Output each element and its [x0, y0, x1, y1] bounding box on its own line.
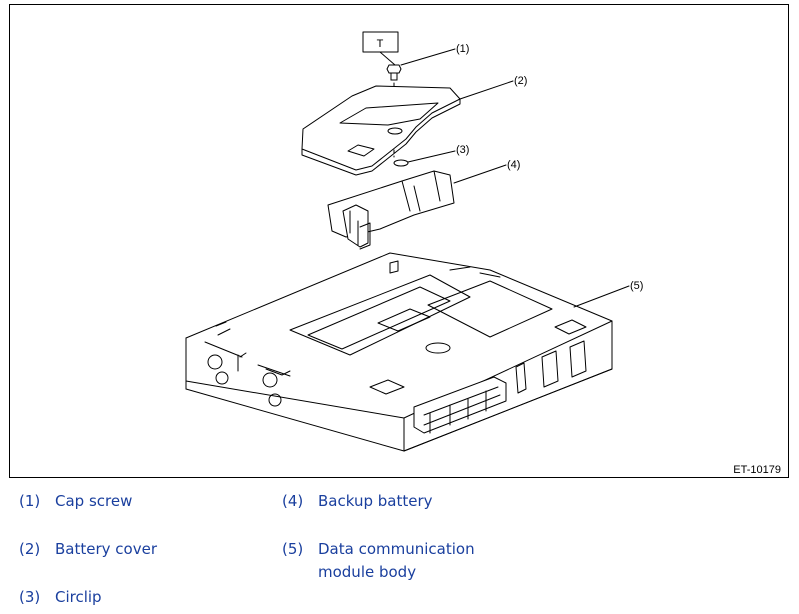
module-body	[185, 252, 630, 452]
torque-label: T	[377, 38, 384, 50]
callout-4: (4)	[507, 159, 520, 171]
legend-item-cap-screw: (1) Cap screw	[19, 490, 259, 513]
torque-box: T	[362, 31, 399, 66]
figure-code: ET-10179	[733, 464, 781, 476]
legend-item-battery-cover: (2) Battery cover	[19, 538, 259, 561]
callout-5: (5)	[630, 280, 643, 292]
legend-item-data-communication-module-body: (5) Data communication module body	[282, 538, 522, 584]
legend-label: Cap screw	[55, 492, 133, 510]
legend-number: (1)	[19, 492, 41, 510]
legend-number: (2)	[19, 540, 41, 558]
callout-1: (1)	[456, 43, 469, 55]
legend-item-circlip: (3) Circlip	[19, 586, 259, 609]
legend-number: (4)	[282, 492, 304, 510]
legend-number: (3)	[19, 588, 41, 606]
circlip	[393, 150, 456, 167]
legend-label: Battery cover	[55, 540, 157, 558]
legend-label: Backup battery	[318, 492, 433, 510]
legend-label: Data communication module body	[318, 540, 475, 581]
callout-3: (3)	[456, 144, 469, 156]
exploded-view-diagram: T	[185, 31, 781, 476]
backup-battery	[327, 164, 507, 250]
battery-cover	[301, 80, 514, 176]
legend-item-backup-battery: (4) Backup battery	[282, 490, 542, 513]
legend-number: (5)	[282, 540, 304, 558]
callout-2: (2)	[514, 75, 527, 87]
diagram-frame: T	[9, 4, 789, 478]
legend-label: Circlip	[55, 588, 102, 606]
